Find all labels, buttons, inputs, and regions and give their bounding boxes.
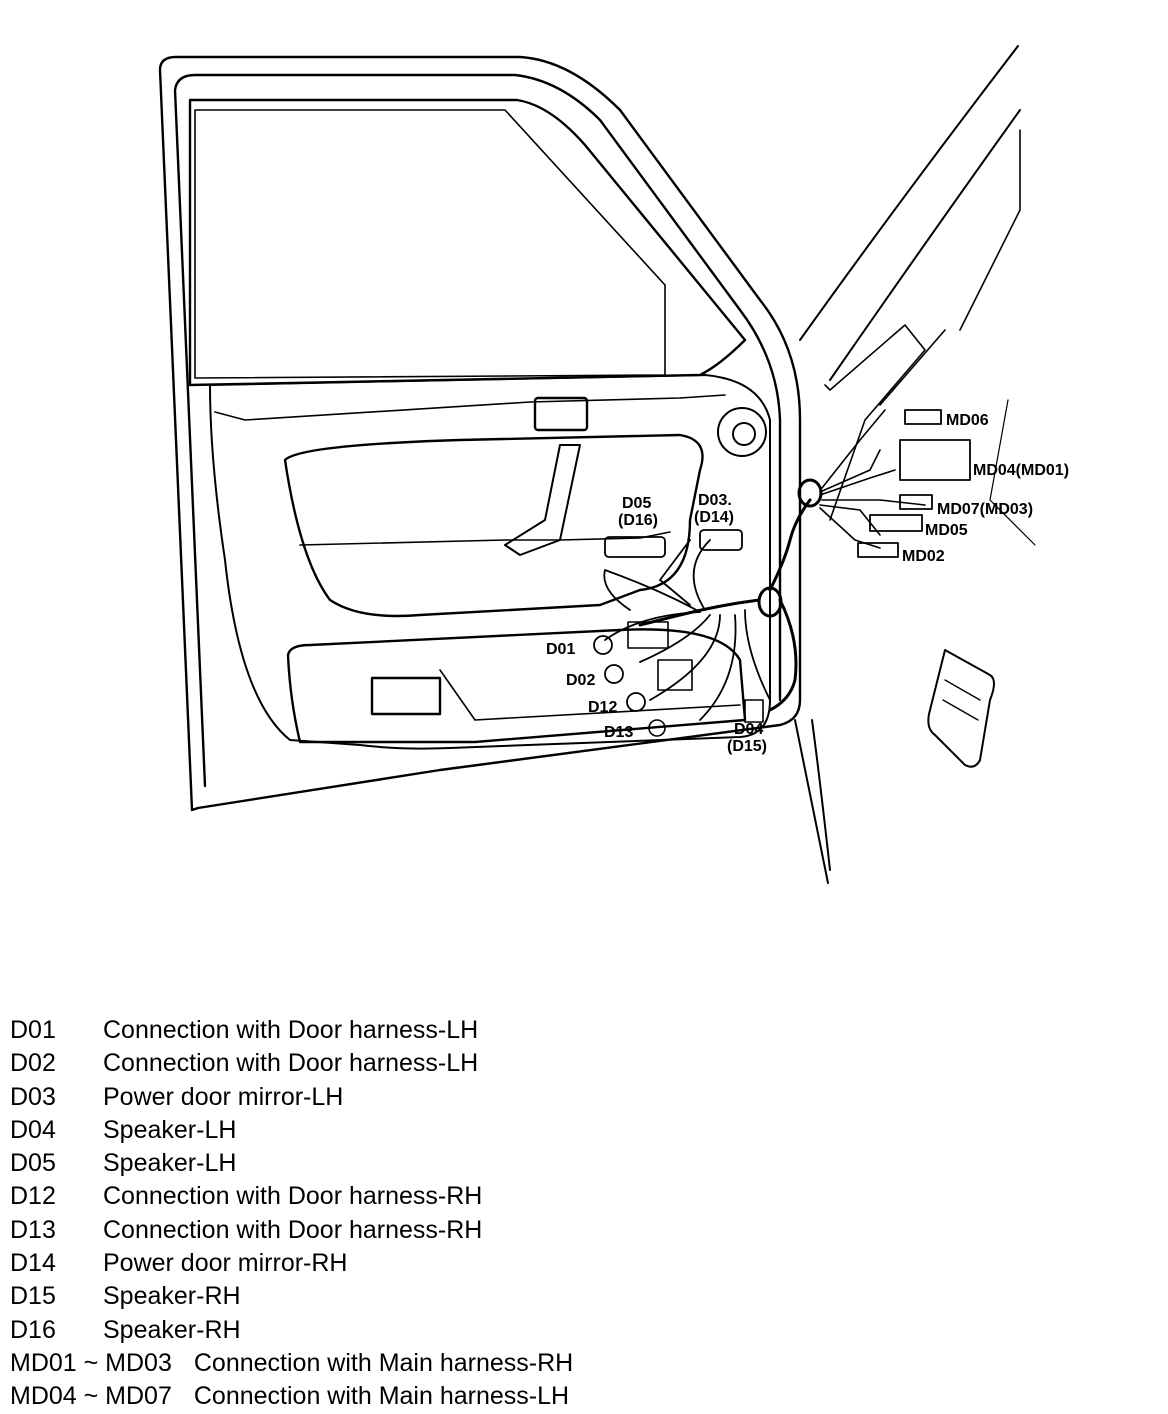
legend-code: D12 — [10, 1182, 56, 1211]
connector-d02 — [604, 664, 624, 684]
connector-md05 — [869, 514, 923, 532]
body-pillar — [794, 45, 1021, 884]
legend-desc: Speaker-LH — [103, 1149, 237, 1178]
legend-row: D05 Speaker-LH — [10, 1147, 1150, 1180]
legend-code: D16 — [10, 1315, 56, 1344]
legend-code: D14 — [10, 1249, 56, 1278]
legend-desc: Speaker-RH — [103, 1282, 241, 1311]
connector-d03 — [699, 529, 743, 551]
connector-d05 — [604, 536, 666, 558]
legend-row: MD01 ~ MD03 Connection with Main harness-… — [10, 1347, 1150, 1380]
legend-row: D04 Speaker-LH — [10, 1114, 1150, 1147]
legend-code: D01 — [10, 1016, 56, 1044]
armrest — [283, 433, 704, 618]
legend-code: D15 — [10, 1282, 56, 1311]
mirror-switch — [533, 396, 589, 432]
legend-desc: Speaker-LH — [103, 1115, 237, 1144]
label-d13: D13 — [604, 724, 633, 741]
label-md02: MD02 — [902, 548, 945, 565]
label-d02: D02 — [566, 672, 595, 689]
legend-row: MD04 ~ MD07 Connection with Main harness-… — [10, 1380, 1150, 1413]
label-d12: D12 — [588, 699, 617, 716]
window-glass — [194, 109, 666, 379]
door-inner-outline — [173, 73, 782, 788]
label-d05: D05 — [622, 495, 651, 512]
legend-row: D01 Connection with Door harness-LH — [10, 1014, 1150, 1047]
legend-desc: Speaker-RH — [103, 1315, 241, 1344]
connector-md02 — [857, 542, 899, 558]
legend-row: D13 Connection with Door harness-RH — [10, 1214, 1150, 1247]
door-outer-outline — [158, 55, 802, 812]
connector-d13 — [648, 719, 666, 737]
map-pocket-inner — [439, 669, 741, 721]
legend-code: MD04 ~ MD07 — [10, 1382, 172, 1411]
legend-code: D03 — [10, 1082, 56, 1111]
trim-panel — [209, 374, 771, 750]
label-d03: D03. — [698, 492, 732, 509]
label-d15: (D15) — [727, 738, 767, 755]
door-harness-diagram: D05 (D16) D03. (D14) D01 D02 D12 D13 D04… — [158, 45, 1069, 884]
harness-main — [638, 498, 812, 712]
label-d04: D04 — [734, 721, 763, 738]
connector-d04 — [744, 699, 764, 723]
grommet-pillar — [797, 478, 823, 508]
map-pocket — [286, 628, 747, 744]
legend-row: D14 Power door mirror-RH — [10, 1247, 1150, 1280]
trim-line-upper — [214, 394, 726, 421]
legend-code: D02 — [10, 1049, 56, 1078]
handle-pocket — [299, 531, 671, 546]
connector-d12 — [626, 692, 646, 712]
legend-code: D05 — [10, 1149, 56, 1178]
legend-desc: Connection with Door harness-RH — [103, 1182, 483, 1211]
legend-desc: Power door mirror-RH — [103, 1249, 348, 1278]
tweeter-outer — [717, 407, 767, 457]
window-frame — [188, 98, 747, 387]
connector-cluster-2 — [657, 659, 693, 691]
pillar-lines — [824, 129, 1021, 521]
legend-desc: Connection with Door harness-LH — [103, 1016, 479, 1044]
legend-row: D16 Speaker-RH — [10, 1314, 1150, 1347]
legend-row: D12 Connection with Door harness-RH — [10, 1180, 1150, 1213]
connector-md06 — [904, 409, 942, 425]
connector-md07 — [899, 494, 933, 510]
legend-row: D02 Connection with Door harness-LH — [10, 1047, 1150, 1080]
side-marker-detail — [942, 679, 981, 721]
legend-code: MD01 ~ MD03 — [10, 1348, 172, 1377]
label-d16: (D16) — [618, 512, 658, 529]
legend-row: D03 Power door mirror-LH — [10, 1081, 1150, 1114]
legend-desc: Power door mirror-LH — [103, 1082, 344, 1111]
legend-code: D13 — [10, 1215, 56, 1244]
label-md07: MD07(MD03) — [937, 501, 1033, 518]
tweeter-inner — [732, 422, 756, 446]
harness-branches — [819, 409, 926, 549]
legend-desc: Connection with Door harness-RH — [103, 1215, 483, 1244]
handle-grip — [504, 444, 581, 556]
legend-desc: Connection with Main harness-LH — [193, 1382, 570, 1411]
label-d01: D01 — [546, 641, 575, 658]
side-marker — [927, 649, 995, 768]
pocket-latch — [370, 676, 442, 716]
label-md04: MD04(MD01) — [973, 462, 1069, 479]
label-md06: MD06 — [946, 412, 989, 429]
harness-door-branches — [603, 539, 771, 721]
label-d14: (D14) — [694, 509, 734, 526]
connector-md04 — [899, 439, 971, 481]
legend-desc: Connection with Main harness-RH — [193, 1348, 574, 1377]
pillar-bracket — [989, 399, 1036, 546]
label-md05: MD05 — [925, 522, 968, 539]
legend-code: D04 — [10, 1115, 56, 1144]
legend-desc: Connection with Door harness-LH — [103, 1049, 479, 1078]
connector-d01 — [593, 635, 613, 655]
connector-cluster — [627, 621, 669, 649]
legend-row: D15 Speaker-RH — [10, 1280, 1150, 1313]
